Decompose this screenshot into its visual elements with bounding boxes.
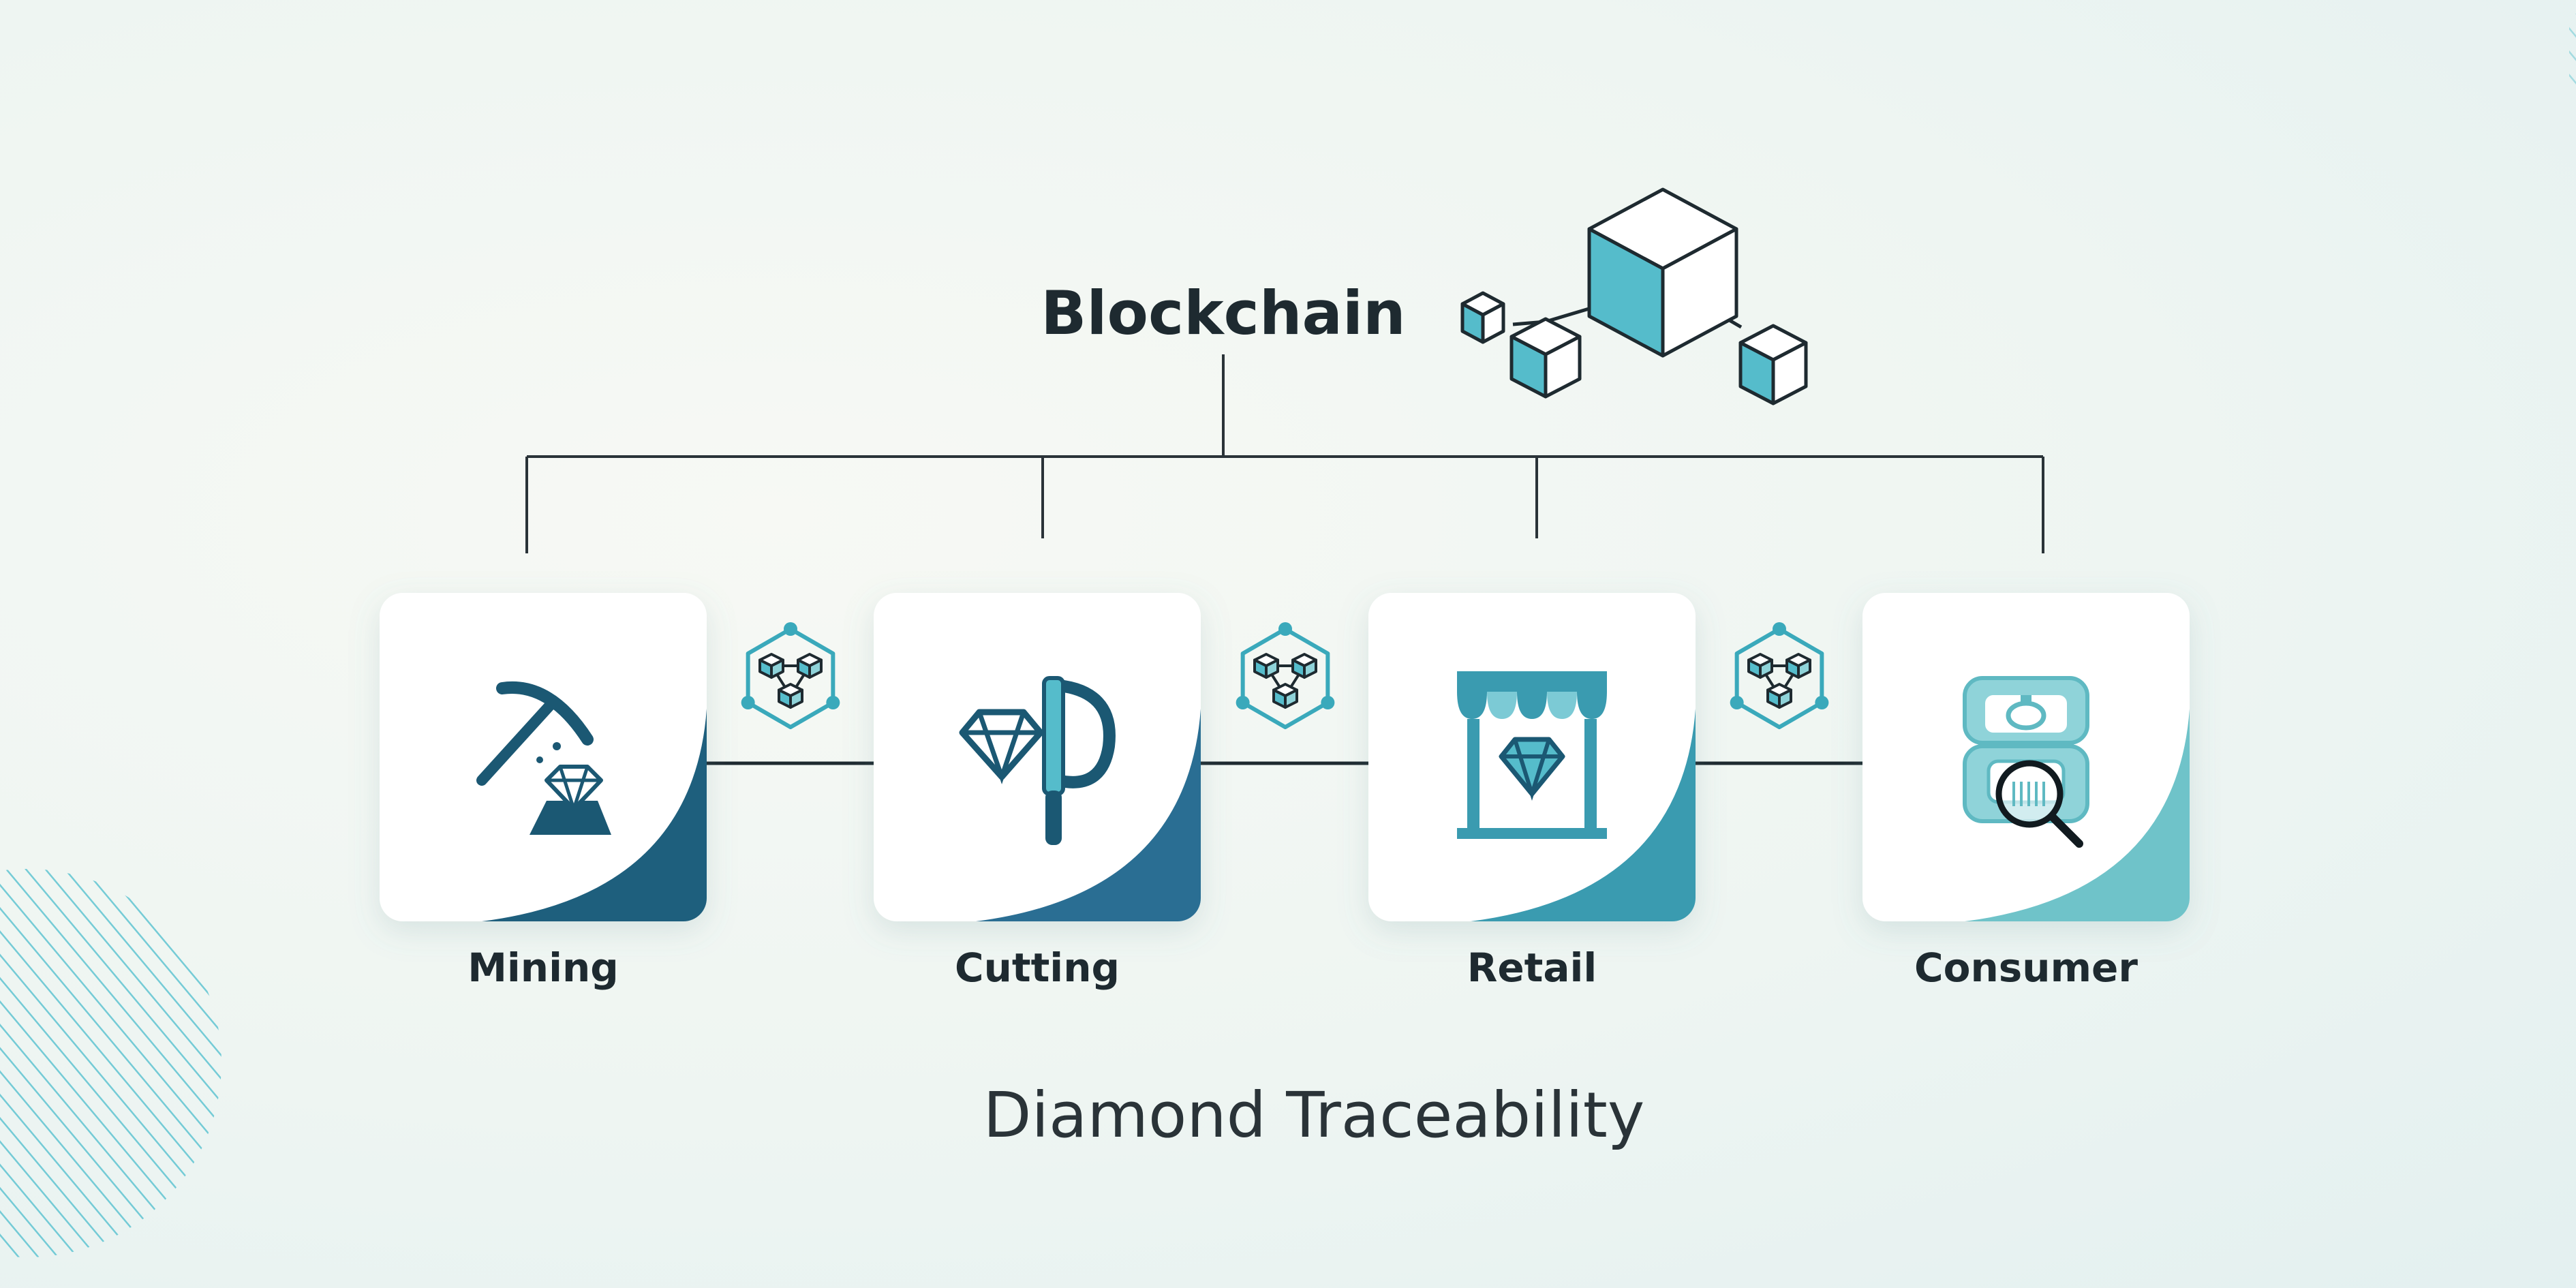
stage-label: Consumer — [1914, 945, 2138, 991]
card-accent-swoosh — [1965, 709, 2190, 921]
card-accent-swoosh — [1471, 709, 1696, 921]
stage-card-consumer: Consumer — [1862, 593, 2190, 991]
hierarchy-connectors — [525, 354, 2044, 553]
stage-label: Retail — [1467, 945, 1597, 991]
storefront-diamond-icon — [1457, 671, 1607, 839]
diagram-caption: Diamond Traceability — [983, 1079, 1645, 1152]
stage-card-cutting: Cutting — [874, 593, 1201, 991]
diamond-cutting-tool-icon — [959, 676, 1116, 845]
decorative-striped-circle — [0, 869, 221, 1257]
card-accent-swoosh — [976, 709, 1201, 921]
stage-card-mining: Mining — [380, 593, 707, 991]
stage-card-retail: Retail — [1368, 593, 1696, 991]
blockchain-network-icon — [1730, 622, 1829, 729]
diagram-title: Blockchain — [1041, 278, 1405, 348]
stage-label: Mining — [467, 945, 619, 991]
card-accent-swoosh — [482, 709, 707, 921]
pickaxe-diamond-icon — [476, 681, 611, 835]
ring-box-magnifier-icon — [1963, 676, 2089, 848]
stage-label: Cutting — [955, 945, 1120, 991]
blockchain-network-icon — [741, 622, 840, 729]
decorative-corner-stripes — [2569, 14, 2576, 89]
blockchain-network-icon — [1236, 622, 1335, 729]
blockchain-cubes-icon — [1460, 187, 1808, 405]
